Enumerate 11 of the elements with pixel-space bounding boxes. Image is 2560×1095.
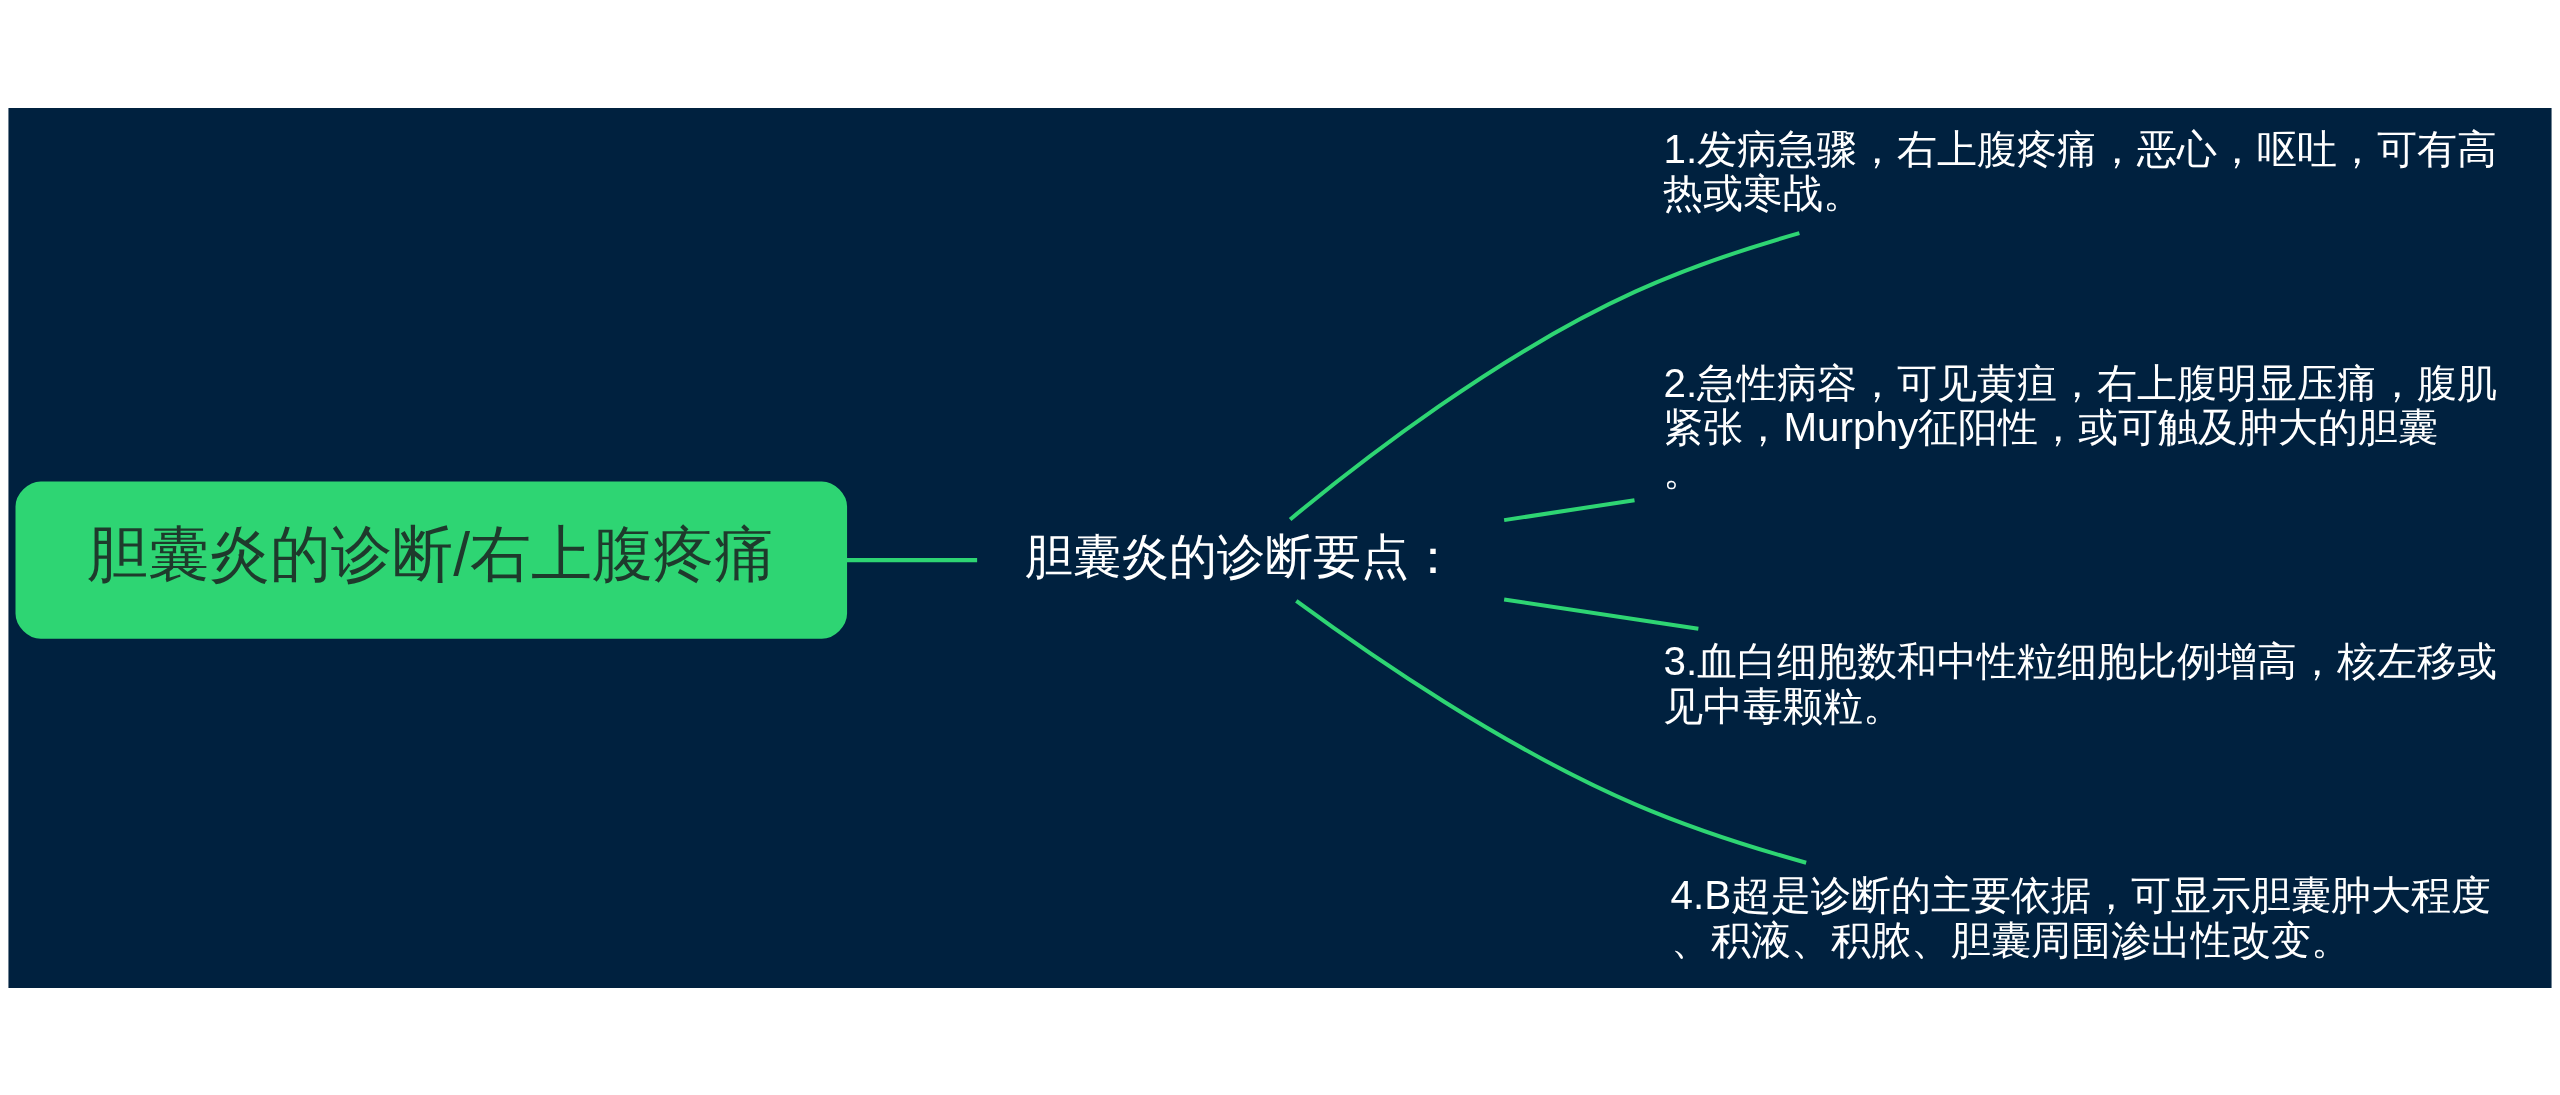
connector: [846, 557, 978, 562]
connector: [1503, 497, 1635, 522]
node-text: 胆囊炎的诊断要点：: [1024, 528, 1457, 583]
node-text: 1.发病急骤，右上腹疼痛，恶心，呕吐，可有高热或寒战。: [1663, 125, 2498, 216]
connector: [1295, 598, 1807, 865]
connector: [1503, 596, 1699, 631]
node-text: 3.血白细胞数和中性粒细胞比例增高，核左移或见中毒颗粒。: [1663, 637, 2498, 729]
connector: [1288, 230, 1800, 521]
node-box: 胆囊炎的诊断/右上腹疼痛: [15, 480, 848, 639]
node-text: 4.B超是诊断的主要依据，可显示胆囊肿大程度、积液、积脓、胆囊周围渗出性改变。: [1670, 871, 2492, 963]
node-text: 2.急性病容，可见黄疸，右上腹明显压痛，腹肌紧张，Murphy征阳性，或可触及肿大的胆囊。: [1663, 359, 2498, 494]
